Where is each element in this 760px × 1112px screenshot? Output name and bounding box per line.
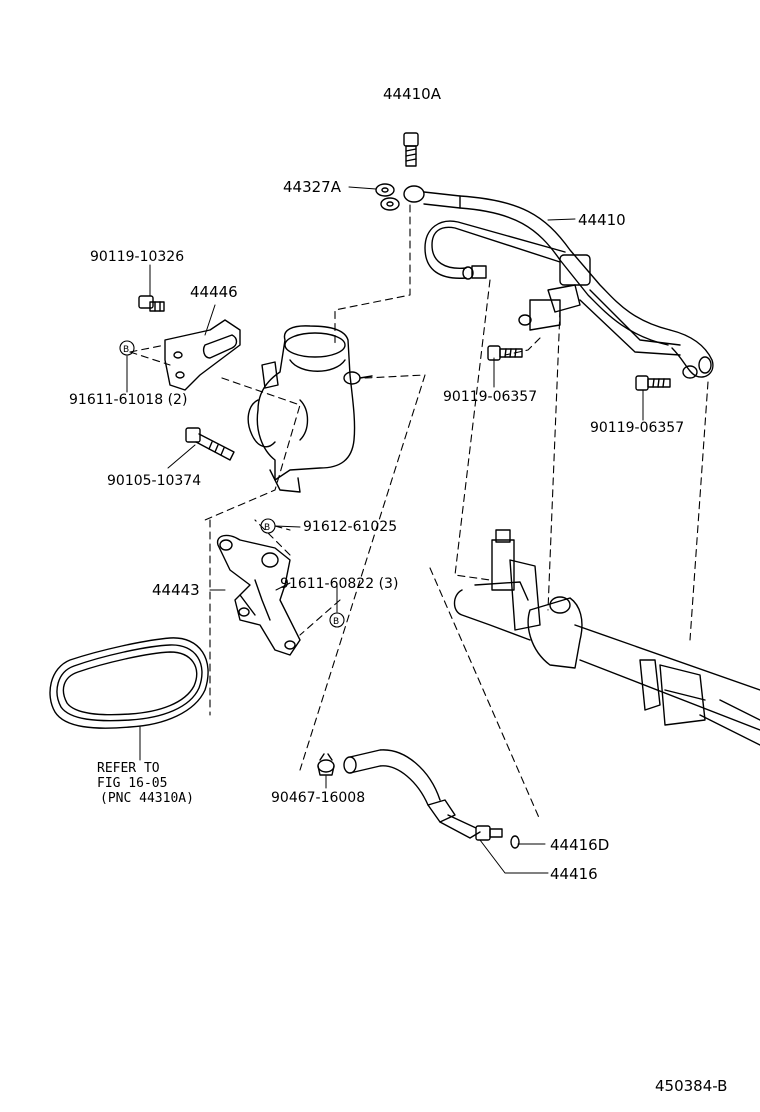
pressure-hose-44410 [403,185,714,378]
label-91611-60822: 91611-60822 (3) [280,576,399,592]
label-90119-10326: 90119-10326 [90,249,185,265]
badge-b-1: B [123,345,130,355]
return-hose-44416 [343,749,503,841]
leader-lines [126,186,644,874]
bolt-90105-10374 [185,427,235,461]
bolt-90119-10326 [138,295,165,312]
label-44410: 44410 [578,211,626,229]
label-90467-16008: 90467-16008 [271,790,366,806]
gasket-44327A [375,183,400,211]
label-44410A: 44410A [383,85,441,103]
label-44416: 44416 [550,865,598,883]
vane-pump [247,325,373,493]
label-44327A: 44327A [283,178,341,196]
label-90105-10374: 90105-10374 [107,473,202,489]
label-90119-06357-a: 90119-06357 [443,389,538,405]
label-44443: 44443 [152,581,200,599]
o-ring-44416D [510,835,520,849]
badge-b-2: B [264,523,271,533]
v-ribbed-belt [49,637,209,729]
label-90119-06357-b: 90119-06357 [590,420,685,436]
bracket-44443 [216,534,301,656]
label-44416D: 44416D [550,836,610,854]
label-91611-61018: 91611-61018 (2) [69,392,188,408]
hose-clip-90467-16008 [317,753,335,776]
badge-b-3: B [333,617,340,627]
bracket-44446 [164,319,241,391]
union-bolt-44410A [403,132,419,167]
dashed-guide-lines [129,204,709,821]
label-91612-61025: 91612-61025 [303,519,398,535]
steering-gear-rack [453,529,760,746]
label-44446: 44446 [190,283,238,301]
refer-note-line2: FIG 16-05 [97,776,168,791]
bolt-90119-06357 [487,345,698,391]
refer-note-line1: REFER TO [97,761,160,776]
refer-note-line3: (PNC 44310A) [100,791,194,806]
diagram-id: 450384-B [655,1077,728,1095]
